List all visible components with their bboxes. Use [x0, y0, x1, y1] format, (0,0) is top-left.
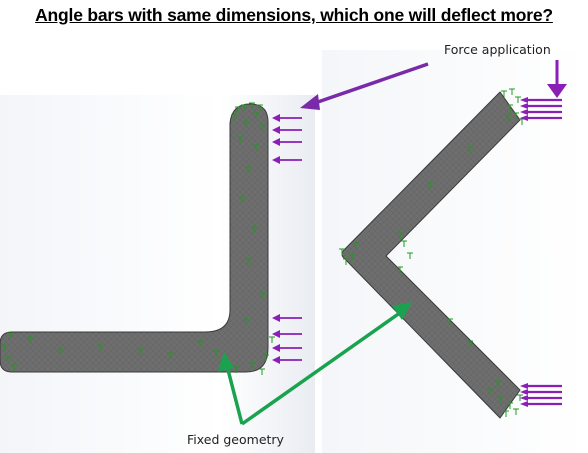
right-bar-force-arrows [520, 97, 562, 407]
force-arrow-head [520, 97, 528, 103]
force-arrow-head [272, 126, 280, 134]
force-application-label: Force application [444, 42, 551, 57]
force-arrow-head [520, 109, 528, 115]
force-arrow-head [520, 389, 528, 395]
force-arrow-head [272, 344, 280, 352]
force-arrow-head [272, 156, 280, 164]
l-shaped-angle-bar [0, 103, 269, 373]
fixed-geometry-arrowhead-left [218, 352, 234, 372]
fixed-geometry-markers [1, 88, 525, 417]
force-arrow-head [520, 395, 528, 401]
force-application-pointer-arrowhead [300, 94, 320, 110]
force-arrow-head [272, 114, 280, 122]
force-arrow-head [272, 356, 280, 364]
fixed-geometry-arrowhead-right [392, 302, 412, 320]
v-shaped-angle-bar [341, 91, 521, 419]
fixed-geometry-label: Fixed geometry [187, 432, 284, 447]
force-application-down-arrowhead [547, 84, 567, 98]
force-application-pointer-arrow [311, 62, 429, 106]
force-arrow-head [272, 314, 280, 322]
force-arrow-head [272, 330, 280, 338]
force-arrow-head [520, 401, 528, 407]
force-arrow-head [520, 103, 528, 109]
force-arrow-head [520, 383, 528, 389]
force-arrow-head [272, 138, 280, 146]
left-bar-force-arrows [272, 114, 302, 364]
force-arrow-head [520, 115, 528, 121]
fixed-geometry-pointer [224, 308, 406, 426]
page-title: Angle bars with same dimensions, which o… [35, 5, 553, 25]
